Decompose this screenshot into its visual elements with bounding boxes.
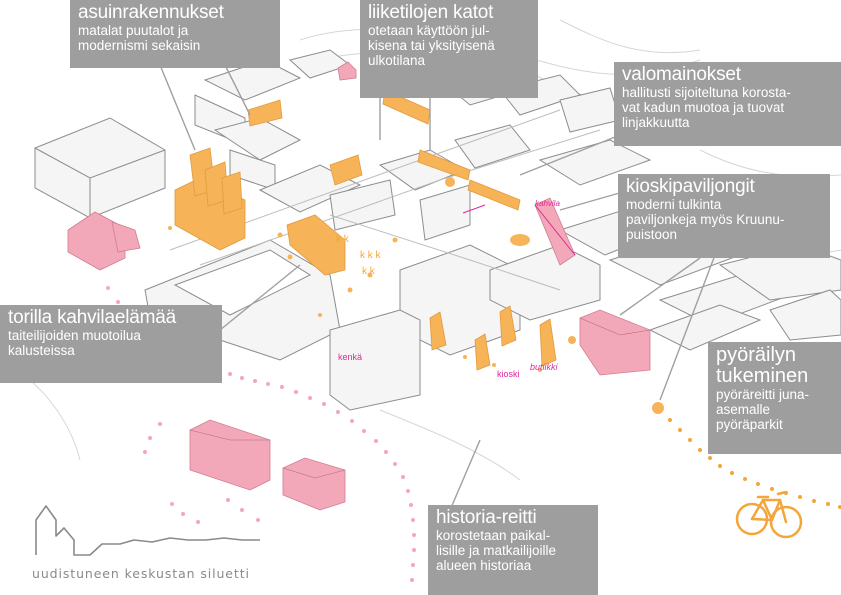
callout-asuinrakennukset: asuinrakennukset matalat puutalot ja mod…	[70, 0, 280, 68]
historical-building-roofs	[189, 317, 651, 479]
callout-title: torilla kahvilaelämää	[8, 307, 176, 328]
callout-line: pyöräreitti juna-	[716, 387, 810, 402]
new-residential-buildings	[174, 89, 557, 371]
callout-line: kalusteissa	[8, 343, 75, 358]
light-signs	[462, 204, 576, 256]
callout-line: vat kadun muotoa ja tuovat	[622, 100, 785, 115]
square-marks: k k k k k k k	[336, 234, 382, 277]
callout-line: korostetaan paikal-	[436, 528, 551, 543]
historical-buildings	[67, 61, 651, 511]
callout-title: liiketilojen katot	[368, 2, 494, 23]
bicycle-icon	[735, 490, 803, 539]
callout-kioskipaviljongit: kioskipaviljongit moderni tulkinta pavil…	[618, 174, 830, 258]
map-mark-kk2: k k	[362, 266, 376, 277]
map-label-kenka: kenkä	[338, 352, 362, 362]
callout-line: modernismi sekaisin	[78, 38, 201, 53]
callout-title: valomainokset	[622, 64, 741, 85]
callout-title: kioskipaviljongit	[626, 176, 755, 197]
shop-labels: kenkä kioski butiikki kahvila	[338, 199, 560, 379]
callout-pyorailyn-tukeminen: pyöräilyn tukeminen pyöräreitti juna- as…	[708, 342, 841, 454]
map-mark-kk: k k	[336, 234, 350, 245]
callout-title: tukeminen	[716, 365, 809, 387]
callout-line: moderni tulkinta	[626, 197, 722, 212]
callout-line: pyöräparkit	[716, 417, 783, 432]
callout-line: linjakkuutta	[622, 115, 690, 130]
callout-line: hallitusti sijoiteltuna korosta-	[622, 85, 791, 100]
logo-caption: uudistuneen keskustan siluetti	[32, 566, 250, 581]
callout-line: puistoon	[626, 227, 678, 242]
callout-title: pyöräilyn	[716, 344, 797, 366]
callout-line: alueen historiaa	[436, 558, 532, 573]
cycle-route	[668, 418, 841, 509]
map-label-kahvila: kahvila	[535, 199, 560, 208]
callout-line: paviljonkeja myös Kruunu-	[626, 212, 785, 227]
map-mark-kkk: k k k	[360, 250, 382, 261]
callout-historia-reitti: historia-reitti korostetaan paikal- lisi…	[428, 505, 598, 595]
callout-line: asemalle	[716, 402, 771, 417]
callout-line: kisena tai yksityisenä	[368, 38, 495, 53]
map-label-butiikki: butiikki	[530, 362, 559, 372]
callout-line: matalat puutalot ja	[78, 23, 189, 38]
callout-valomainokset: valomainokset hallitusti sijoiteltuna ko…	[614, 62, 841, 146]
map-label-kioski: kioski	[497, 369, 520, 379]
callout-title: asuinrakennukset	[78, 2, 224, 23]
history-route	[106, 286, 416, 582]
callout-line: taiteilijoiden muotoilua	[8, 328, 141, 343]
callout-liiketilojen-katot: liiketilojen katot otetaan käyttöön jul-…	[360, 0, 538, 98]
callout-line: otetaan käyttöön jul-	[368, 23, 490, 38]
callout-torilla-kahvilaelamaa: torilla kahvilaelämää taiteilijoiden muo…	[0, 305, 222, 383]
cafe-umbrellas	[168, 177, 664, 414]
callout-line: ulkotilana	[368, 53, 426, 68]
church-silhouette-icon	[35, 505, 260, 556]
callout-title: historia-reitti	[436, 507, 537, 528]
callout-line: lisille ja matkailijoille	[436, 543, 557, 558]
